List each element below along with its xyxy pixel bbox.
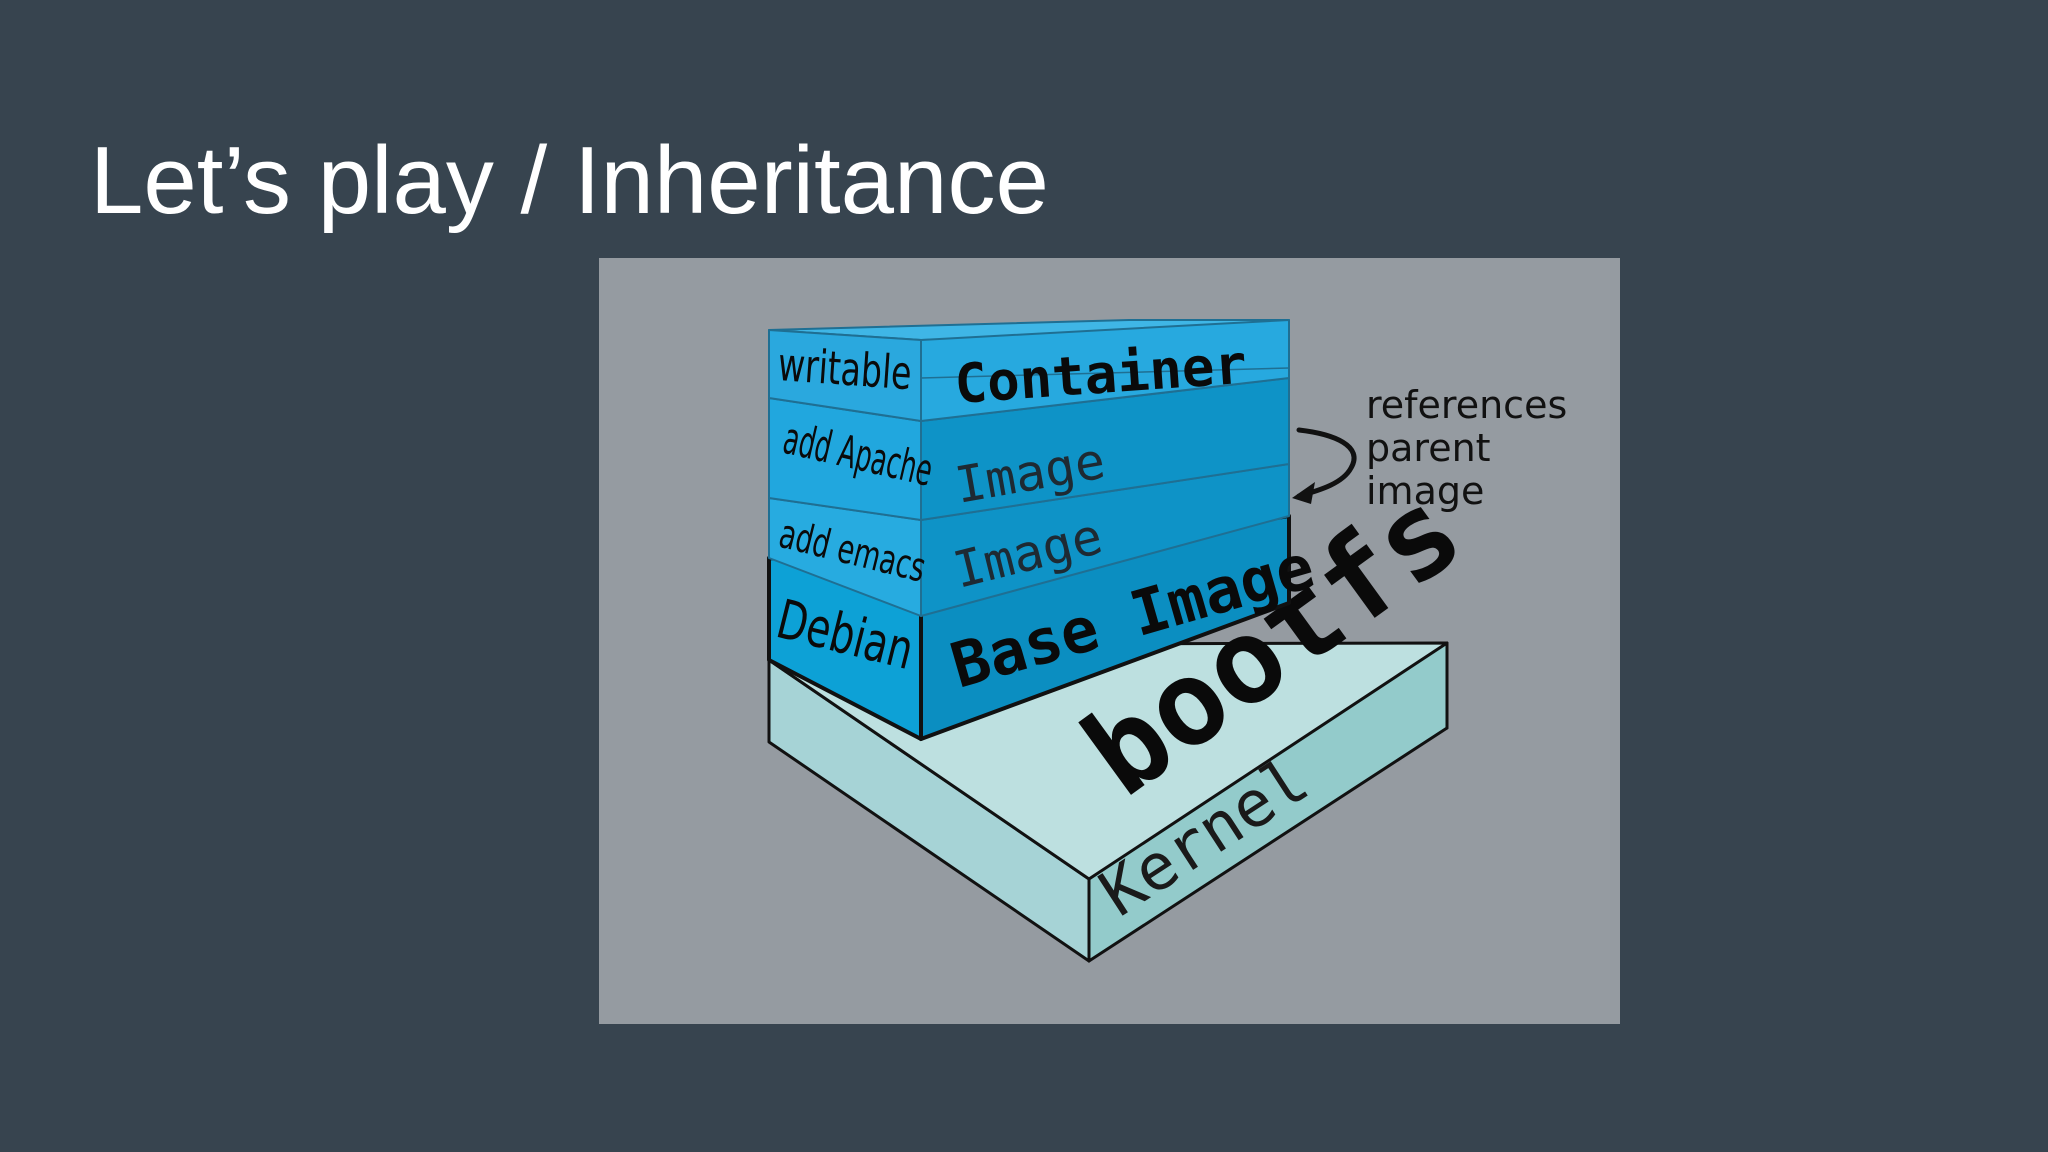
emacs-image-layer: add emacs Image [768,463,1290,617]
bootfs-front-face [1087,641,1449,963]
annotation-line-3: image [1366,469,1484,513]
references-annotation: references parent image [1292,383,1567,513]
container-layer: writable Container [768,319,1290,422]
container-inner-edge [920,367,1290,379]
docker-layers-diagram: bootfs Kernel Debian Base Image add emac… [599,258,1620,1024]
annotation-line-2: parent [1366,426,1491,470]
slide-title: Let’s play / Inheritance [90,127,1049,234]
curved-arrow-icon [1296,427,1357,499]
annotation-line-1: references [1366,383,1567,427]
container-front-face [920,319,1290,422]
apache-image-layer: add Apache Image [768,377,1290,521]
diagram-svg: bootfs Kernel Debian Base Image add emac… [767,319,1567,963]
writable-label: writable [776,339,913,401]
arrowhead-icon [1292,482,1315,504]
